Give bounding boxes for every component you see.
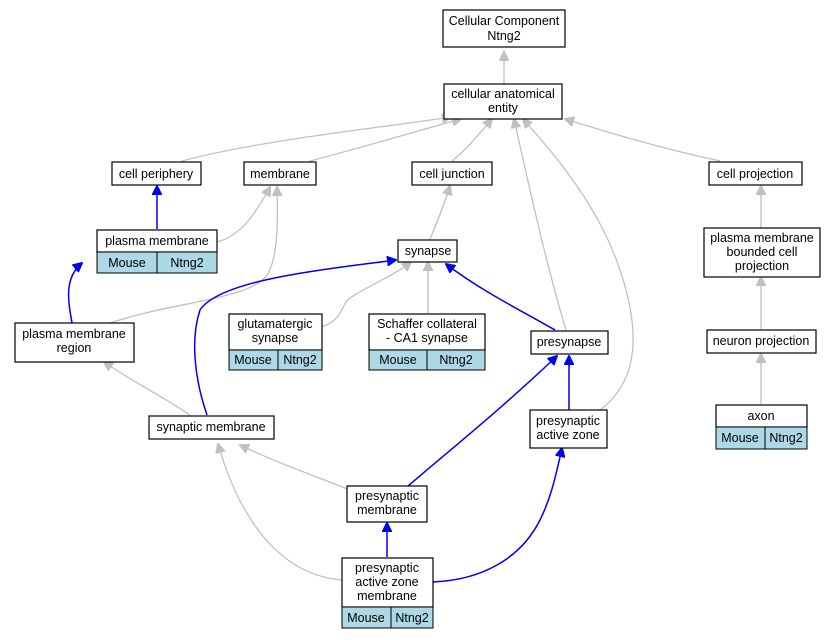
edge-synapse-to-cell-junction — [429, 186, 450, 240]
edge-plasma-membrane-to-membrane — [216, 187, 270, 243]
node-label-line: projection — [735, 259, 789, 273]
node-label-line: membrane — [357, 503, 417, 517]
node-label-line: synaptic membrane — [156, 420, 265, 434]
node-label-line: plasma membrane — [105, 234, 209, 248]
node-label-line: entity — [488, 101, 519, 115]
node-plasma-membrane-bounded-cell-projection[interactable]: plasma membrane bounded cell projection — [703, 227, 821, 278]
node-label-line: region — [57, 341, 92, 355]
annotation-gene: Ntng2 — [283, 353, 316, 367]
node-presynaptic-active-zone[interactable]: presynaptic active zone — [529, 409, 608, 449]
node-label-line: plasma membrane — [710, 231, 814, 245]
node-label-line: bounded cell — [727, 245, 798, 259]
node-label-line: neuron projection — [713, 334, 810, 348]
node-label-line: cell periphery — [119, 167, 194, 181]
node-synapse[interactable]: synapse — [397, 239, 458, 263]
node-label-line: Ntng2 — [487, 29, 520, 43]
edge-cell-periphery-to-cae — [181, 117, 451, 162]
edge-glutamatergic-to-synapse — [321, 262, 411, 328]
node-root[interactable]: Cellular Component Ntng2 — [442, 9, 566, 48]
node-cell-junction[interactable]: cell junction — [411, 161, 493, 186]
annotation-species: Mouse — [234, 353, 272, 367]
node-neuron-projection[interactable]: neuron projection — [706, 329, 817, 354]
node-label-line: plasma membrane — [22, 327, 126, 341]
annotation-gene: Ntng2 — [170, 256, 203, 270]
node-label-line: presynaptic — [355, 489, 419, 503]
node-label-line: glutamatergic — [237, 317, 312, 331]
edge-pm-region-to-plasma-membrane — [67, 263, 82, 324]
node-presynaptic-membrane[interactable]: presynaptic membrane — [346, 485, 428, 523]
node-label-line: presynaptic — [355, 561, 419, 575]
node-presynaptic-active-zone-membrane[interactable]: presynaptic active zone membrane Mouse N… — [341, 557, 434, 629]
node-label-line: axon — [747, 409, 774, 423]
annotation-gene: Ntng2 — [769, 431, 802, 445]
edge-synaptic-membrane-to-synapse — [193, 260, 396, 416]
edge-paz-membrane-to-paz — [432, 448, 562, 583]
node-label-line: active zone — [536, 428, 599, 442]
edge-synaptic-membrane-to-pm-region — [104, 362, 191, 416]
edge-presynapse-to-synapse — [446, 264, 556, 331]
edge-pm-region-to-membrane — [109, 187, 277, 324]
edges — [67, 52, 761, 583]
node-label-line: cell projection — [717, 167, 793, 181]
node-label-line: Cellular Component — [449, 14, 560, 28]
node-plasma-membrane[interactable]: plasma membrane Mouse Ntng2 — [96, 229, 218, 274]
node-cellular-anatomical-entity[interactable]: cellular anatomical entity — [443, 83, 563, 120]
edge-presynapse-to-cae — [514, 119, 567, 331]
node-label-line: cellular anatomical — [451, 87, 555, 101]
node-label-line: Schaffer collateral — [377, 317, 477, 331]
node-label-line: - CA1 synapse — [386, 331, 468, 345]
edge-cell-projection-to-cae — [565, 119, 721, 162]
node-presynapse[interactable]: presynapse — [530, 330, 609, 355]
node-label-line: cell junction — [419, 167, 484, 181]
edge-paz-to-cae — [523, 119, 634, 411]
edge-presynaptic-membrane-to-synaptic-membrane — [240, 445, 351, 491]
node-glutamatergic-synapse[interactable]: glutamatergic synapse Mouse Ntng2 — [228, 313, 323, 371]
edge-membrane-to-cae — [309, 119, 461, 162]
node-synaptic-membrane[interactable]: synaptic membrane — [148, 415, 275, 440]
annotation-species: Mouse — [379, 353, 417, 367]
node-label-line: presynaptic — [536, 414, 600, 428]
node-label-line: presynapse — [537, 335, 602, 349]
annotation-species: Mouse — [721, 431, 759, 445]
node-label-line: synapse — [252, 331, 299, 345]
node-membrane[interactable]: membrane — [243, 161, 317, 186]
annotation-gene: Ntng2 — [439, 353, 472, 367]
annotation-species: Mouse — [108, 256, 146, 270]
node-cell-periphery[interactable]: cell periphery — [111, 161, 202, 186]
node-schaffer-collateral-ca1-synapse[interactable]: Schaffer collateral - CA1 synapse Mouse … — [368, 313, 486, 371]
node-axon[interactable]: axon Mouse Ntng2 — [715, 404, 808, 450]
node-label-line: membrane — [250, 167, 310, 181]
annotation-gene: Ntng2 — [395, 611, 428, 625]
node-label-line: synapse — [405, 244, 452, 258]
node-cell-projection[interactable]: cell projection — [708, 161, 803, 186]
annotation-species: Mouse — [347, 611, 385, 625]
node-label-line: active zone — [355, 575, 418, 589]
edge-paz-membrane-to-synaptic-membrane — [218, 444, 343, 581]
node-label-line: membrane — [357, 589, 417, 603]
edge-presynaptic-membrane-to-presynapse — [407, 356, 557, 487]
edge-cell-junction-to-cae — [451, 119, 492, 162]
node-plasma-membrane-region[interactable]: plasma membrane region — [14, 322, 135, 363]
